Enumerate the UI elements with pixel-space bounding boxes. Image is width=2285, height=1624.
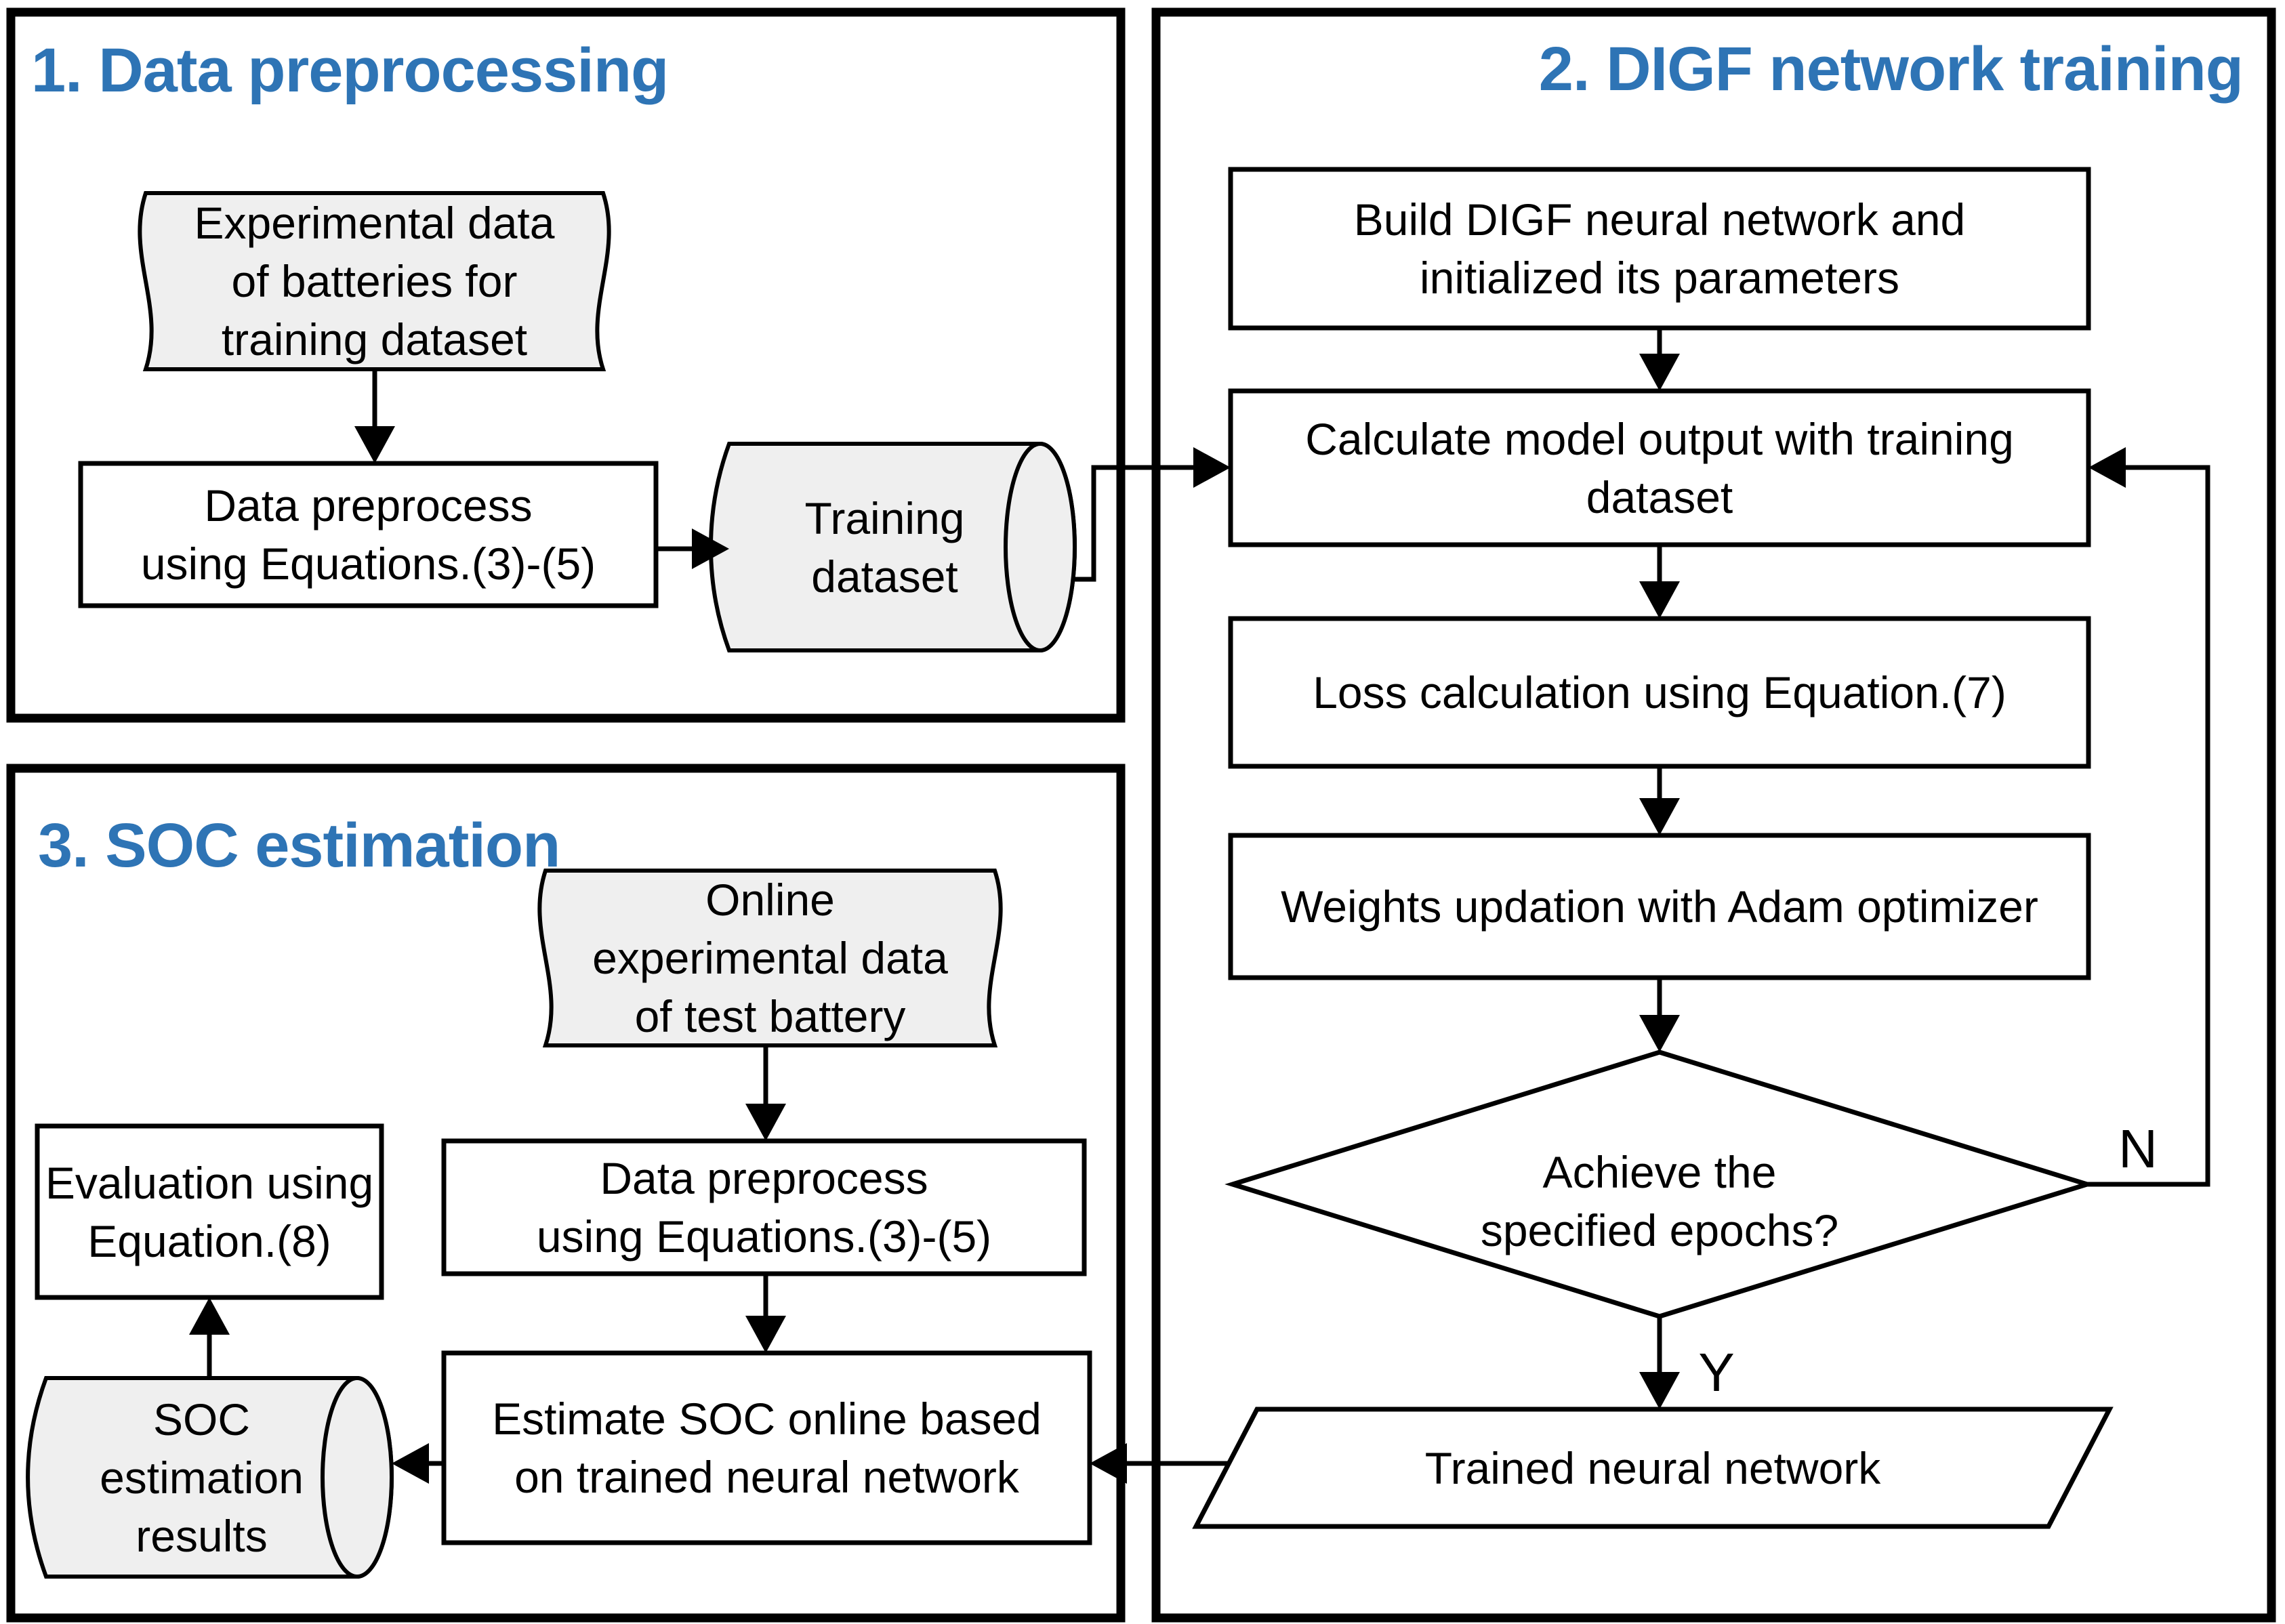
epochs-decision-label: Achieve the specified epochs?	[1480, 1147, 1839, 1255]
arrow-results-to-evaluation	[189, 1297, 230, 1378]
evaluation-label: Evaluation using Equation.(8)	[45, 1157, 374, 1266]
arrow-decision-to-trained	[1639, 1316, 1680, 1409]
loss-calculation-label: Loss calculation using Equation.(7)	[1313, 667, 2006, 717]
estimate-soc-box	[441, 1350, 1092, 1545]
data-preprocess-1-label: Data preprocess using Equations.(3)-(5)	[140, 480, 596, 589]
arrow-loss-to-weights	[1639, 766, 1680, 835]
section-1-border	[6, 7, 1126, 723]
experimental-data-label: Experimental data of batteries for train…	[194, 198, 555, 365]
experimental-data-shape	[138, 191, 611, 371]
training-dataset-cylinder-cap	[1004, 442, 1077, 652]
online-data-shape	[537, 869, 1003, 1047]
trained-network-parallelogram	[1192, 1407, 2114, 1529]
decision-no-label: N	[2118, 1119, 2158, 1179]
connector-dataset-to-calculate	[1075, 447, 1231, 582]
soc-results-cylinder-cap	[321, 1376, 394, 1579]
trained-network-label: Trained neural network	[1424, 1442, 1881, 1493]
arrow-calculate-to-loss	[1639, 545, 1680, 619]
arrow-onlinedata-to-preprocess2	[745, 1045, 786, 1141]
arrow-build-to-calculate	[1639, 328, 1680, 391]
build-network-box	[1228, 167, 2091, 331]
section-1-title: 1. Data preprocessing	[31, 36, 669, 105]
data-preprocess-2-label: Data preprocess using Equations.(3)-(5)	[536, 1153, 992, 1262]
online-data-label: Online experimental data of test battery	[592, 875, 948, 1041]
loss-calculation-box	[1228, 616, 2091, 769]
decision-yes-label: Y	[1698, 1342, 1735, 1402]
section-2-title: 2. DIGF network training	[1538, 35, 2244, 104]
arrow-estimate-to-results	[392, 1443, 444, 1484]
weights-update-label: Weights updation with Adam optimizer	[1281, 881, 2038, 932]
calculate-output-box	[1228, 388, 2091, 547]
section-3-border	[6, 764, 1126, 1623]
data-preprocess-1-box	[78, 461, 659, 608]
section-2-border	[1151, 7, 2276, 1623]
arrow-preprocess2-to-estimate	[745, 1274, 786, 1353]
arrow-preprocess1-to-dataset	[656, 528, 729, 569]
arrow-expdata-to-preprocess1	[354, 369, 395, 463]
calculate-output-label: Calculate model output with training dat…	[1305, 413, 2014, 522]
training-dataset-label: Training dataset	[804, 493, 965, 602]
data-preprocess-2-box	[441, 1138, 1087, 1276]
arrow-trained-to-estimate	[1090, 1443, 1229, 1484]
build-network-label: Build DIGF neural network and initialize…	[1353, 194, 1966, 303]
estimate-soc-label: Estimate SOC online based on trained neu…	[492, 1394, 1042, 1502]
section-3-title: 3. SOC estimation	[38, 811, 560, 880]
soc-results-label: SOC estimation results	[100, 1394, 304, 1561]
loop-decision-no	[2087, 447, 2210, 1187]
arrow-weights-to-decision	[1639, 978, 1680, 1052]
